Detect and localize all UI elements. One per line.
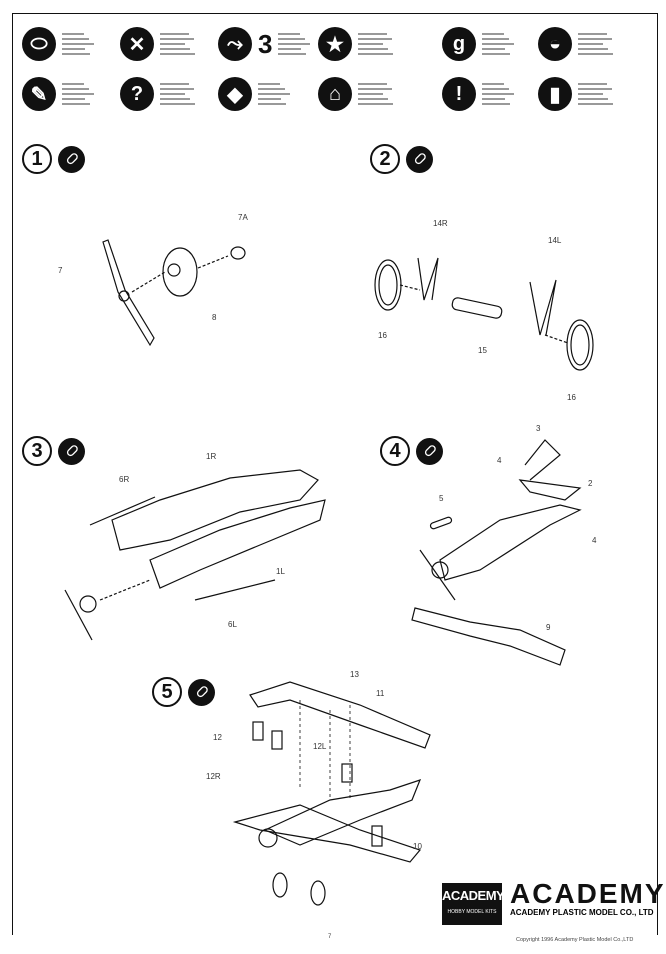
- part-label: 1R: [206, 452, 217, 461]
- legend-item: ?: [120, 77, 195, 111]
- company-name: ACADEMY PLASTIC MODEL CO., LTD: [510, 908, 654, 917]
- legend-text: [358, 83, 393, 105]
- glue-icon: [58, 437, 85, 465]
- exclamation-icon: !: [442, 77, 476, 111]
- fuselage-assembly-drawing: [411, 439, 582, 666]
- part-label: 9: [546, 623, 551, 632]
- legend-item: ◆: [218, 77, 290, 111]
- legend-text: [160, 83, 195, 105]
- sheet-border: [12, 13, 658, 935]
- step-number: 5: [152, 677, 182, 707]
- legend-item: ◒: [538, 27, 613, 61]
- legend-text: [278, 33, 311, 55]
- part-label: 6R: [119, 475, 130, 484]
- part-label: 15: [478, 346, 487, 355]
- legend-text: [578, 33, 613, 55]
- wordmark-logo: ACADEMY: [510, 878, 666, 909]
- drill-icon: ⌂: [318, 77, 352, 111]
- part-label: 2: [588, 479, 593, 488]
- step-3-header: 3: [22, 436, 85, 466]
- part-label: 16: [567, 393, 576, 402]
- glue-icon: ⬭: [22, 27, 56, 61]
- biplane-assembly-drawing: [232, 681, 431, 906]
- legend-item: !: [442, 77, 514, 111]
- step-2-header: 2: [370, 144, 433, 174]
- glue-icon: [58, 145, 85, 173]
- legend-item: ✕: [120, 27, 195, 61]
- step-5-header: 5: [152, 677, 215, 707]
- copyright-text: Copyright 1996 Academy Plastic Model Co.…: [516, 937, 634, 943]
- step-number: 2: [370, 144, 400, 174]
- step-number: 1: [22, 144, 52, 174]
- part-label: 1L: [276, 567, 285, 576]
- legend-text: [62, 83, 94, 105]
- glue-icon: [406, 145, 433, 173]
- part-label: 5: [439, 494, 444, 503]
- legend-item: g: [442, 27, 514, 61]
- glue-icon: [188, 678, 215, 706]
- part-label: 14R: [433, 219, 448, 228]
- star-icon: ★: [318, 27, 352, 61]
- propeller-drawing: [102, 239, 246, 347]
- landing-gear-drawing: [374, 257, 594, 371]
- knife-icon: ✎: [22, 77, 56, 111]
- legend-text: [578, 83, 613, 105]
- glue-icon: [416, 437, 443, 465]
- alternative-icon: ⤳: [218, 27, 252, 61]
- step-4-header: 4: [380, 436, 443, 466]
- part-label: 12L: [313, 742, 327, 751]
- bowl-icon: ◒: [538, 27, 572, 61]
- bar-icon: ▮: [538, 77, 572, 111]
- legend-text: [62, 33, 94, 55]
- page-number: 7: [328, 934, 332, 940]
- part-label: 13: [350, 670, 359, 679]
- part-label: 7A: [238, 213, 248, 222]
- part-label: 11: [376, 689, 385, 698]
- part-label: 12: [213, 733, 222, 742]
- legend-text: [482, 33, 514, 55]
- legend-item: ⤳3: [218, 27, 311, 61]
- legend-text: [258, 83, 290, 105]
- legend-number: 3: [258, 28, 273, 59]
- legend-text: [160, 33, 195, 55]
- legend-item: ▮: [538, 77, 613, 111]
- step-1-header: 1: [22, 144, 85, 174]
- legend-item: ✎: [22, 77, 94, 111]
- step-number: 3: [22, 436, 52, 466]
- badge-title: ACADEMY: [442, 888, 505, 903]
- legend-item: ★: [318, 27, 393, 61]
- part-label: 12R: [206, 772, 221, 781]
- part-label: 10: [413, 842, 422, 851]
- diamond-icon: ◆: [218, 77, 252, 111]
- part-label: 8: [212, 313, 217, 322]
- part-label: 7: [58, 266, 63, 275]
- fuselage-halves-drawing: [64, 469, 326, 641]
- part-label: 4: [497, 456, 502, 465]
- part-label: 6L: [228, 620, 237, 629]
- legend-text: [482, 83, 514, 105]
- legend-item: ⌂: [318, 77, 393, 111]
- g-icon: g: [442, 27, 476, 61]
- step-number: 4: [380, 436, 410, 466]
- part-label: 16: [378, 331, 387, 340]
- legend-text: [358, 33, 393, 55]
- no-glue-icon: ✕: [120, 27, 154, 61]
- question-icon: ?: [120, 77, 154, 111]
- legend-item: ⬭: [22, 27, 94, 61]
- academy-badge-logo: ACADEMY HOBBY MODEL KITS: [442, 883, 505, 925]
- part-label: 14L: [548, 236, 562, 245]
- part-label: 3: [536, 424, 541, 433]
- badge-subtitle: HOBBY MODEL KITS: [447, 909, 497, 915]
- part-label: 4: [592, 536, 597, 545]
